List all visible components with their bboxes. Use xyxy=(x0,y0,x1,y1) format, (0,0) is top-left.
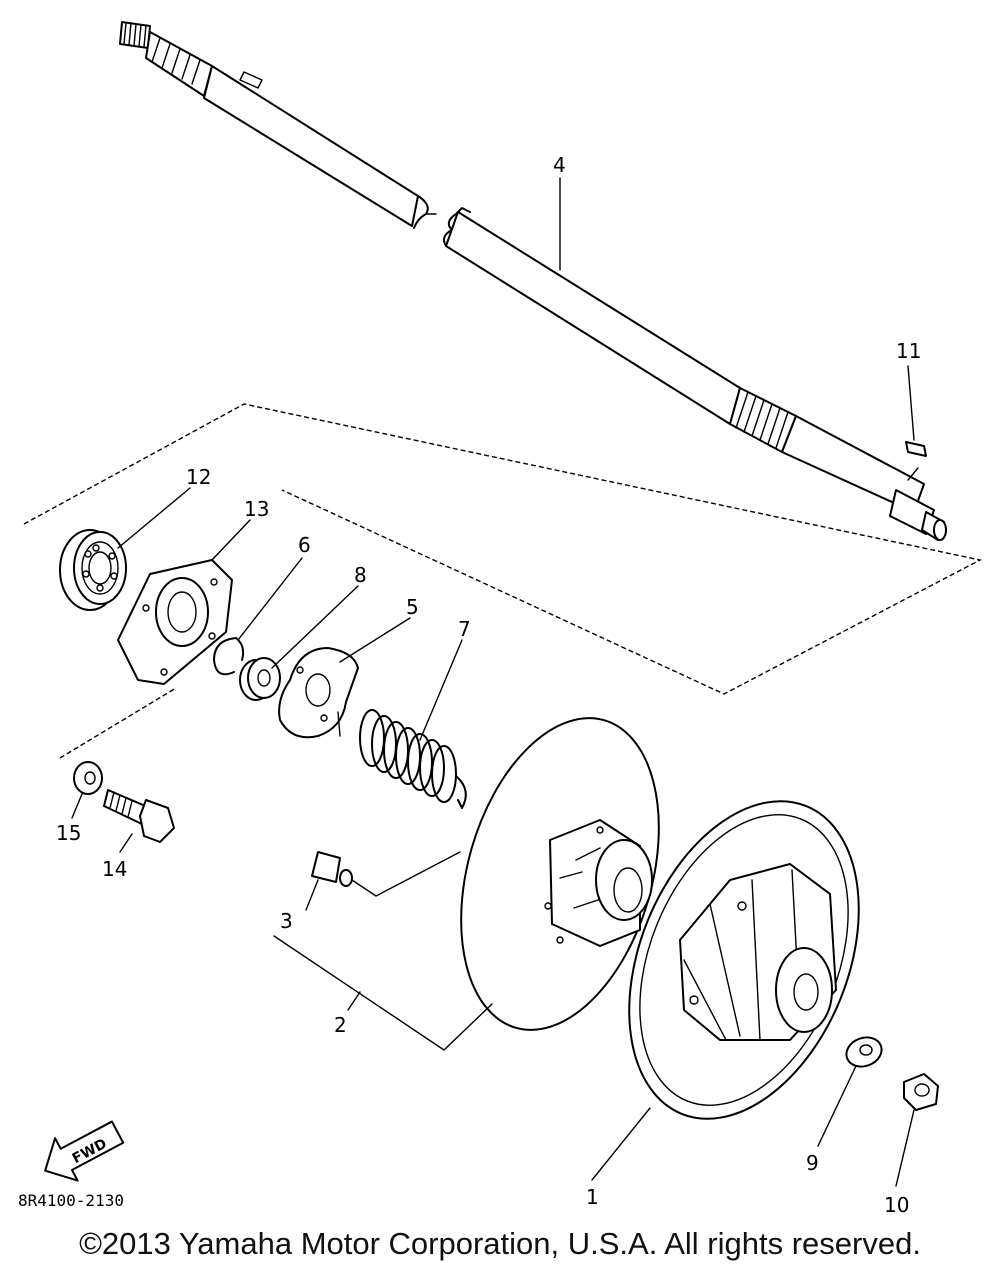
key-part xyxy=(905,441,927,457)
washer-part xyxy=(845,1036,883,1068)
bearing-housing-plate xyxy=(117,559,233,685)
callout-9: 9 xyxy=(806,1151,819,1175)
callout-6: 6 xyxy=(298,533,311,557)
callout-10: 10 xyxy=(884,1193,909,1217)
bearing-part xyxy=(59,529,127,611)
callout-labels: 4 11 12 13 6 8 5 7 15 14 3 2 9 1 10 xyxy=(56,153,921,1217)
spring-seat-part xyxy=(278,647,359,739)
small-washer-part xyxy=(73,761,103,795)
callout-14: 14 xyxy=(102,857,127,881)
copyright-notice: ©2013 Yamaha Motor Corporation, U.S.A. A… xyxy=(79,1226,921,1261)
sliding-sheave-part xyxy=(460,717,660,1031)
bolt-part xyxy=(103,789,175,843)
nut-part xyxy=(903,1073,939,1111)
circlip-part xyxy=(213,637,245,676)
callout-15: 15 xyxy=(56,821,81,845)
spring-part xyxy=(359,709,467,809)
callout-4: 4 xyxy=(553,153,566,177)
callout-3: 3 xyxy=(280,909,293,933)
assembly-boundary-dashed xyxy=(23,403,983,759)
callout-1: 1 xyxy=(586,1185,599,1209)
callout-8: 8 xyxy=(354,563,367,587)
shaft-upper-segment xyxy=(119,21,437,229)
callout-5: 5 xyxy=(406,595,419,619)
callout-7: 7 xyxy=(458,617,471,641)
slider-leader xyxy=(351,851,461,897)
leader-lines xyxy=(71,177,915,1187)
forward-direction-arrow: FWD xyxy=(44,1120,125,1182)
drawing-code: 8R4100-2130 xyxy=(18,1191,124,1210)
fixed-sheave-part xyxy=(628,800,860,1120)
callout-2: 2 xyxy=(334,1013,347,1037)
shaft-lower-segment xyxy=(443,207,947,541)
slider-part xyxy=(311,851,353,887)
collar-part xyxy=(239,657,281,701)
callout-12: 12 xyxy=(186,465,211,489)
callout-11: 11 xyxy=(896,339,921,363)
callout-13: 13 xyxy=(244,497,269,521)
